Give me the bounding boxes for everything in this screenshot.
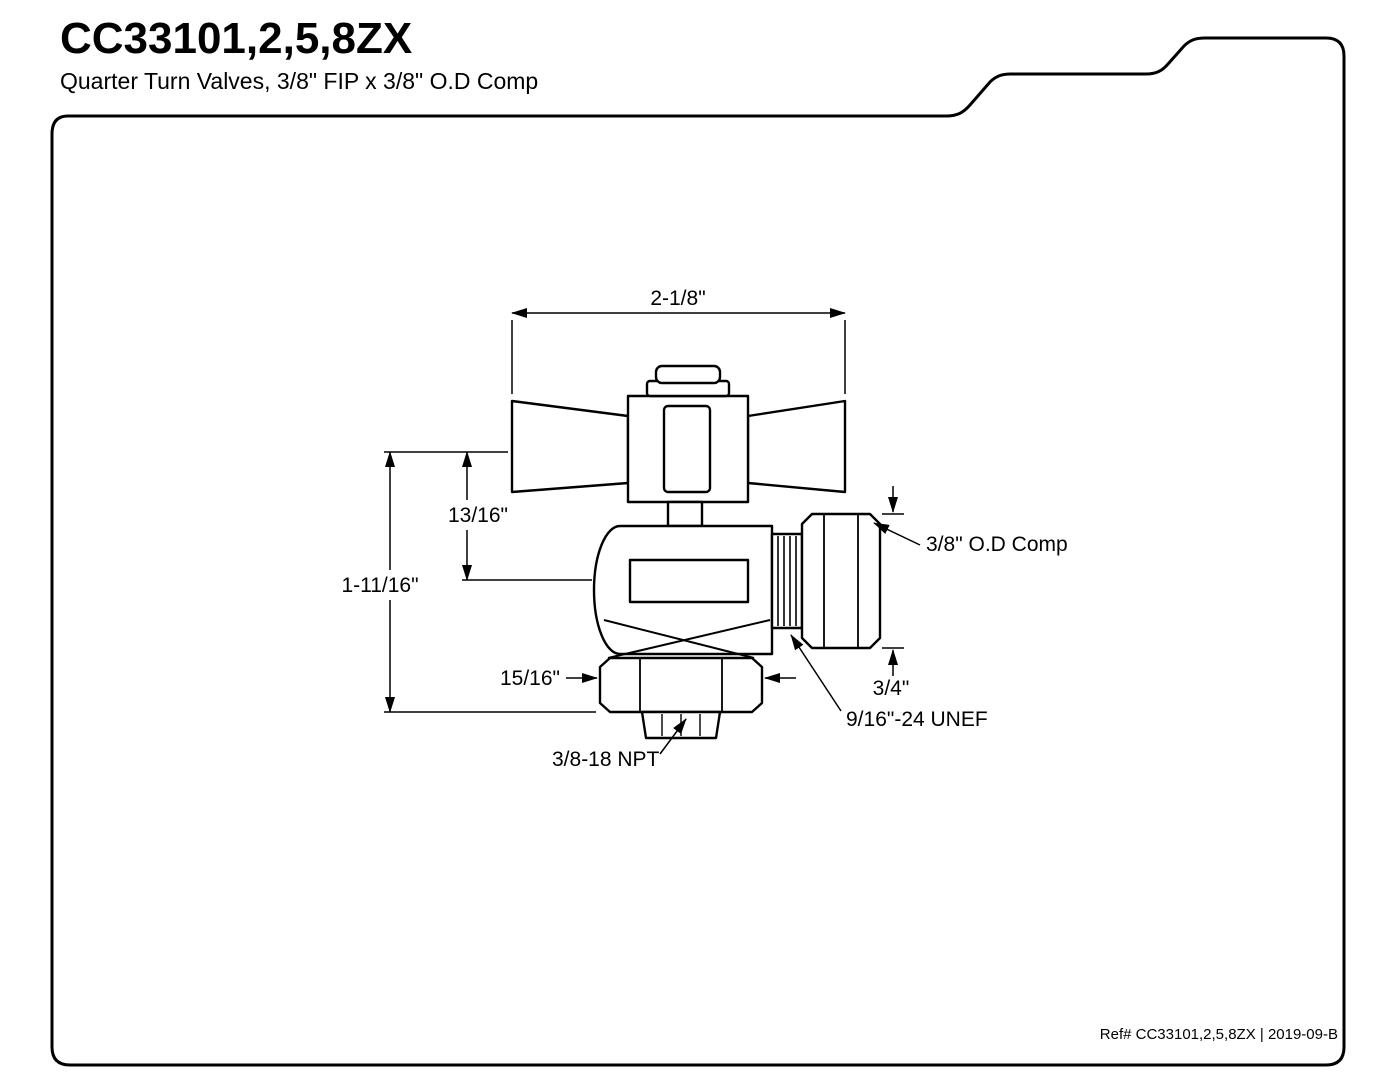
inlet-hex-facets [639, 658, 723, 712]
valve-body-detail [628, 558, 750, 604]
page-title: CC33101,2,5,8ZX [60, 14, 413, 63]
compression-nut [800, 512, 882, 650]
label-inlet-thread: 3/8-18 NPT [552, 718, 687, 771]
label-outlet-comp-text: 3/8" O.D Comp [926, 533, 1068, 556]
handle-hub-detail [662, 404, 712, 494]
sheet-border [50, 36, 1346, 1067]
body-cone-lines [603, 619, 771, 659]
ref-number: Ref# CC33101,2,5,8ZX | 2019-09-B [1099, 1026, 1338, 1043]
dim-overall-height-label: 1-11/16" [341, 574, 418, 597]
inlet-hex-nut [598, 656, 764, 714]
outlet-thread-lines [777, 536, 797, 626]
label-outlet-thread-text: 9/16"-24 UNEF [846, 708, 988, 731]
dim-handle-to-axis-label: 13/16" [448, 504, 508, 527]
dim-hex-width: 15/16" [500, 667, 796, 690]
dim-nut-height-label: 3/4" [873, 677, 910, 700]
handle-left-wing [510, 399, 630, 494]
label-outlet-comp: 3/8" O.D Comp [873, 522, 1068, 556]
compression-nut-facets [823, 514, 859, 648]
dim-handle-to-axis: 13/16" [384, 451, 592, 581]
header: CC33101,2,5,8ZX Quarter Turn Valves, 3/8… [60, 14, 539, 95]
dim-hex-width-label: 15/16" [500, 667, 560, 690]
valve-drawing [510, 364, 882, 740]
page-subtitle: Quarter Turn Valves, 3/8" FIP x 3/8" O.D… [60, 68, 539, 95]
dim-overall-width-label: 2-1/8" [650, 287, 705, 310]
dimensions: 2-1/8" 13/16" 1-11/16" 15/16" [324, 287, 1068, 771]
handle-right-wing [746, 399, 847, 494]
dim-overall-width: 2-1/8" [511, 287, 846, 394]
label-outlet-thread: 9/16"-24 UNEF [790, 634, 988, 731]
valve-stem [666, 500, 704, 528]
outlet-thread [770, 532, 804, 630]
dim-nut-height: 3/4" [873, 486, 910, 700]
label-inlet-thread-text: 3/8-18 NPT [552, 748, 660, 771]
dim-overall-height: 1-11/16" [324, 451, 596, 713]
handle-cap-top [654, 364, 722, 385]
